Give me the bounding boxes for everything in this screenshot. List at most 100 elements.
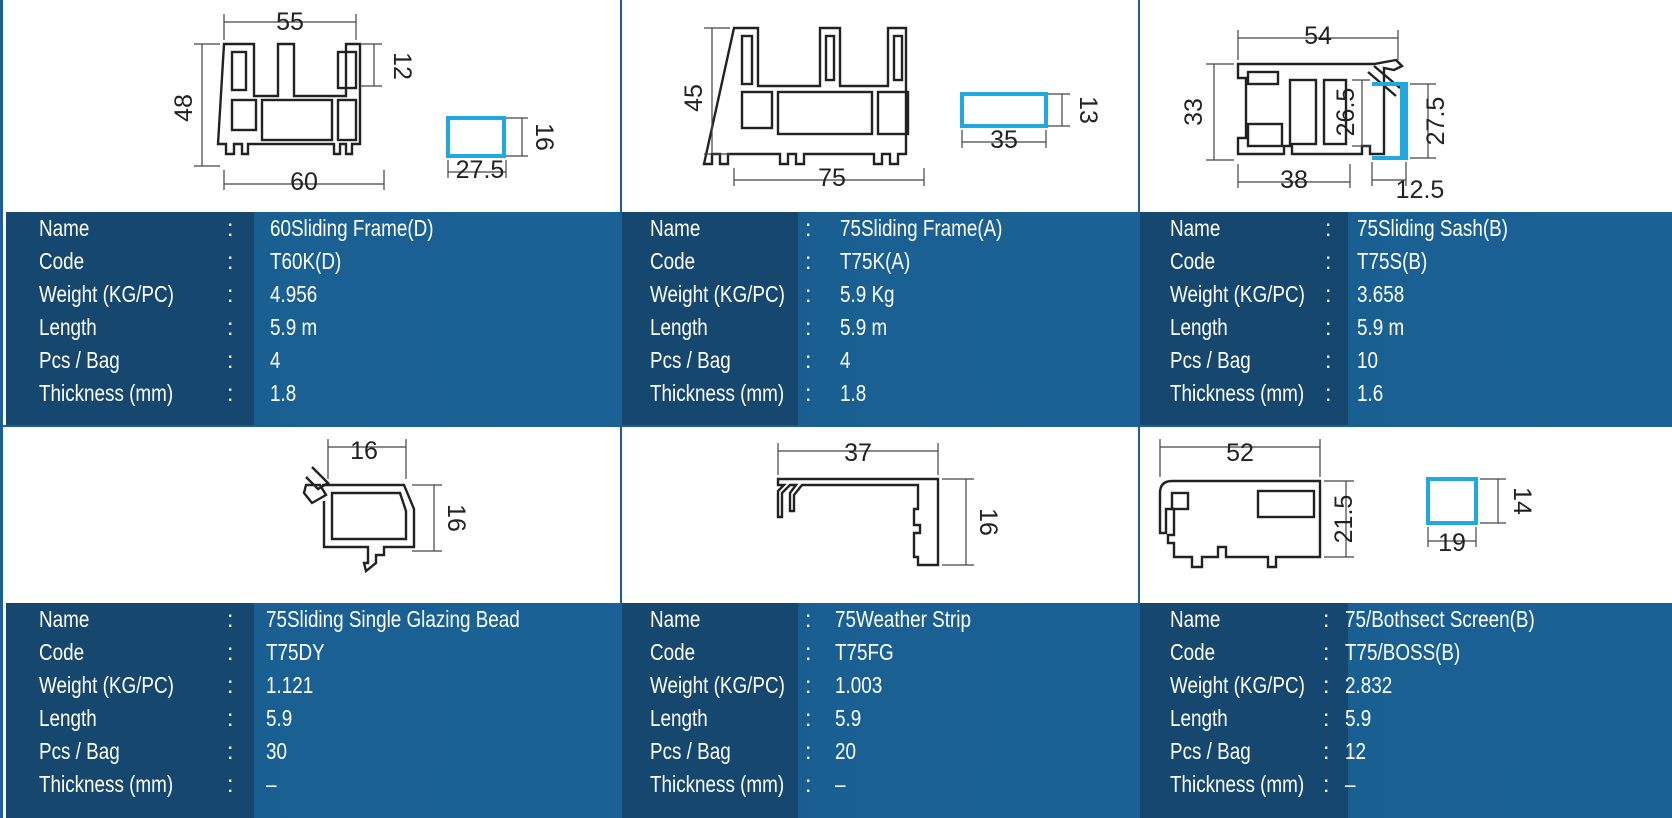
value-pcs-bag: 12: [1345, 738, 1366, 764]
value-thickness: 1.8: [840, 380, 867, 406]
value-name: 75Weather Strip: [835, 606, 971, 632]
value-thickness: –: [835, 771, 846, 797]
value-weight: 5.9 Kg: [840, 281, 895, 307]
spec-row-weight: Weight (KG/PC) : 3.658: [1140, 278, 1672, 310]
label-thickness: Thickness (mm): [39, 380, 174, 406]
label-thickness: Thickness (mm): [1170, 380, 1305, 406]
separator: :: [805, 248, 812, 274]
separator: :: [227, 314, 234, 340]
spec-table: Name : 75Weather Strip Code : T75FG Weig…: [622, 603, 1138, 818]
value-thickness: –: [266, 771, 277, 797]
spec-row-thickness: Thickness (mm) : –: [6, 768, 620, 800]
spec-row-pcs-bag: Pcs / Bag : 30: [6, 735, 620, 767]
label-length: Length: [39, 705, 97, 731]
spec-row-thickness: Thickness (mm) : 1.8: [6, 377, 620, 409]
dim-side: 16: [442, 504, 470, 532]
profile-card-75-bothsect-screen: 52 21.5 14 19 Name : 75/Bothsect Screen(…: [1140, 427, 1672, 818]
label-length: Length: [650, 314, 708, 340]
spec-table: Name : 75Sliding Sash(B) Code : T75S(B) …: [1140, 212, 1672, 425]
value-code: T75DY: [266, 639, 325, 665]
label-thickness: Thickness (mm): [1170, 771, 1305, 797]
label-name: Name: [39, 606, 90, 632]
value-length: 5.9: [266, 705, 293, 731]
column-divider: [1138, 0, 1140, 818]
dim-top: 16: [350, 437, 378, 465]
profile-card-60-sliding-frame: 55 48 12 60 16 27.5 Name : 60Sliding Fra…: [6, 0, 620, 425]
separator: :: [805, 738, 812, 764]
dim-insert-w: 12.5: [1396, 176, 1445, 204]
value-length: 5.9 m: [840, 314, 888, 340]
profile-card-75-sliding-single-glazing-bead: 16 16 Name : 75Sliding Single Glazing Be…: [6, 427, 620, 818]
label-pcs-bag: Pcs / Bag: [1170, 347, 1251, 373]
spec-row-thickness: Thickness (mm) : 1.6: [1140, 377, 1672, 409]
value-code: T75K(A): [840, 248, 911, 274]
label-thickness: Thickness (mm): [39, 771, 174, 797]
spec-row-code: Code : T75/BOSS(B): [1140, 636, 1672, 668]
separator: :: [227, 771, 234, 797]
spec-row-name: Name : 75Sliding Single Glazing Bead: [6, 603, 620, 635]
spec-row-pcs-bag: Pcs / Bag : 12: [1140, 735, 1672, 767]
value-code: T75S(B): [1357, 248, 1428, 274]
spec-row-length: Length : 5.9: [6, 702, 620, 734]
profile-card-75-sliding-frame: 45 75 13 35 Name : 75Sliding Frame(A) Co…: [622, 0, 1138, 425]
section-drawing-75-sliding-sash: 54 33 26.5 38 27.5 12.5: [1180, 22, 1450, 204]
label-length: Length: [1170, 705, 1228, 731]
spec-row-weight: Weight (KG/PC) : 1.003: [622, 669, 1138, 701]
label-code: Code: [39, 248, 85, 274]
label-code: Code: [650, 639, 696, 665]
label-name: Name: [650, 215, 701, 241]
profile-drawing: 37 16: [622, 427, 1138, 603]
dim-bottom: 60: [290, 168, 318, 196]
value-weight: 3.658: [1357, 281, 1405, 307]
profile-card-75-weather-strip: 37 16 Name : 75Weather Strip Code : T75F…: [622, 427, 1138, 818]
dim-side: 33: [1180, 98, 1208, 126]
spec-row-weight: Weight (KG/PC) : 5.9 Kg: [622, 278, 1138, 310]
profile-card-75-sliding-sash: 54 33 26.5 38 27.5 12.5 Name : 75Sliding…: [1140, 0, 1672, 425]
spec-row-code: Code : T75S(B): [1140, 245, 1672, 277]
value-length: 5.9 m: [270, 314, 318, 340]
separator: :: [805, 281, 812, 307]
spec-row-code: Code : T75FG: [622, 636, 1138, 668]
dim-top: 54: [1304, 22, 1332, 50]
spec-row-thickness: Thickness (mm) : –: [622, 768, 1138, 800]
label-length: Length: [650, 705, 708, 731]
separator: :: [227, 705, 234, 731]
value-thickness: 1.6: [1357, 380, 1384, 406]
value-code: T75/BOSS(B): [1345, 639, 1461, 665]
value-code: T75FG: [835, 639, 894, 665]
separator: :: [1323, 738, 1330, 764]
value-pcs-bag: 4: [840, 347, 851, 373]
dim-insert-h: 14: [1508, 487, 1536, 515]
section-drawing-weather-strip: 37 16: [776, 439, 1002, 567]
separator: :: [227, 738, 234, 764]
value-length: 5.9: [1345, 705, 1372, 731]
label-weight: Weight (KG/PC): [650, 672, 785, 698]
separator: :: [1323, 771, 1330, 797]
value-weight: 1.003: [835, 672, 883, 698]
label-weight: Weight (KG/PC): [39, 672, 174, 698]
dim-top: 55: [276, 8, 304, 36]
spec-row-length: Length : 5.9 m: [1140, 311, 1672, 343]
value-thickness: 1.8: [270, 380, 297, 406]
label-name: Name: [1170, 606, 1221, 632]
separator: :: [227, 215, 234, 241]
spec-row-pcs-bag: Pcs / Bag : 10: [1140, 344, 1672, 376]
label-weight: Weight (KG/PC): [1170, 672, 1305, 698]
row-divider: [3, 425, 1672, 427]
value-weight: 1.121: [266, 672, 314, 698]
separator: :: [227, 672, 234, 698]
value-name: 75Sliding Sash(B): [1357, 215, 1508, 241]
spec-row-code: Code : T60K(D): [6, 245, 620, 277]
value-pcs-bag: 20: [835, 738, 856, 764]
section-drawing-75-sliding-frame: 45 75 13 35: [680, 26, 1102, 192]
dim-small: 12: [388, 52, 416, 80]
separator: :: [1323, 639, 1330, 665]
value-name: 75/Bothsect Screen(B): [1345, 606, 1535, 632]
dim-insert-h: 16: [530, 123, 558, 151]
separator: :: [805, 215, 812, 241]
spec-row-weight: Weight (KG/PC) : 1.121: [6, 669, 620, 701]
separator: :: [805, 771, 812, 797]
value-name: 75Sliding Single Glazing Bead: [266, 606, 520, 632]
dim-insert-w: 27.5: [456, 156, 505, 184]
